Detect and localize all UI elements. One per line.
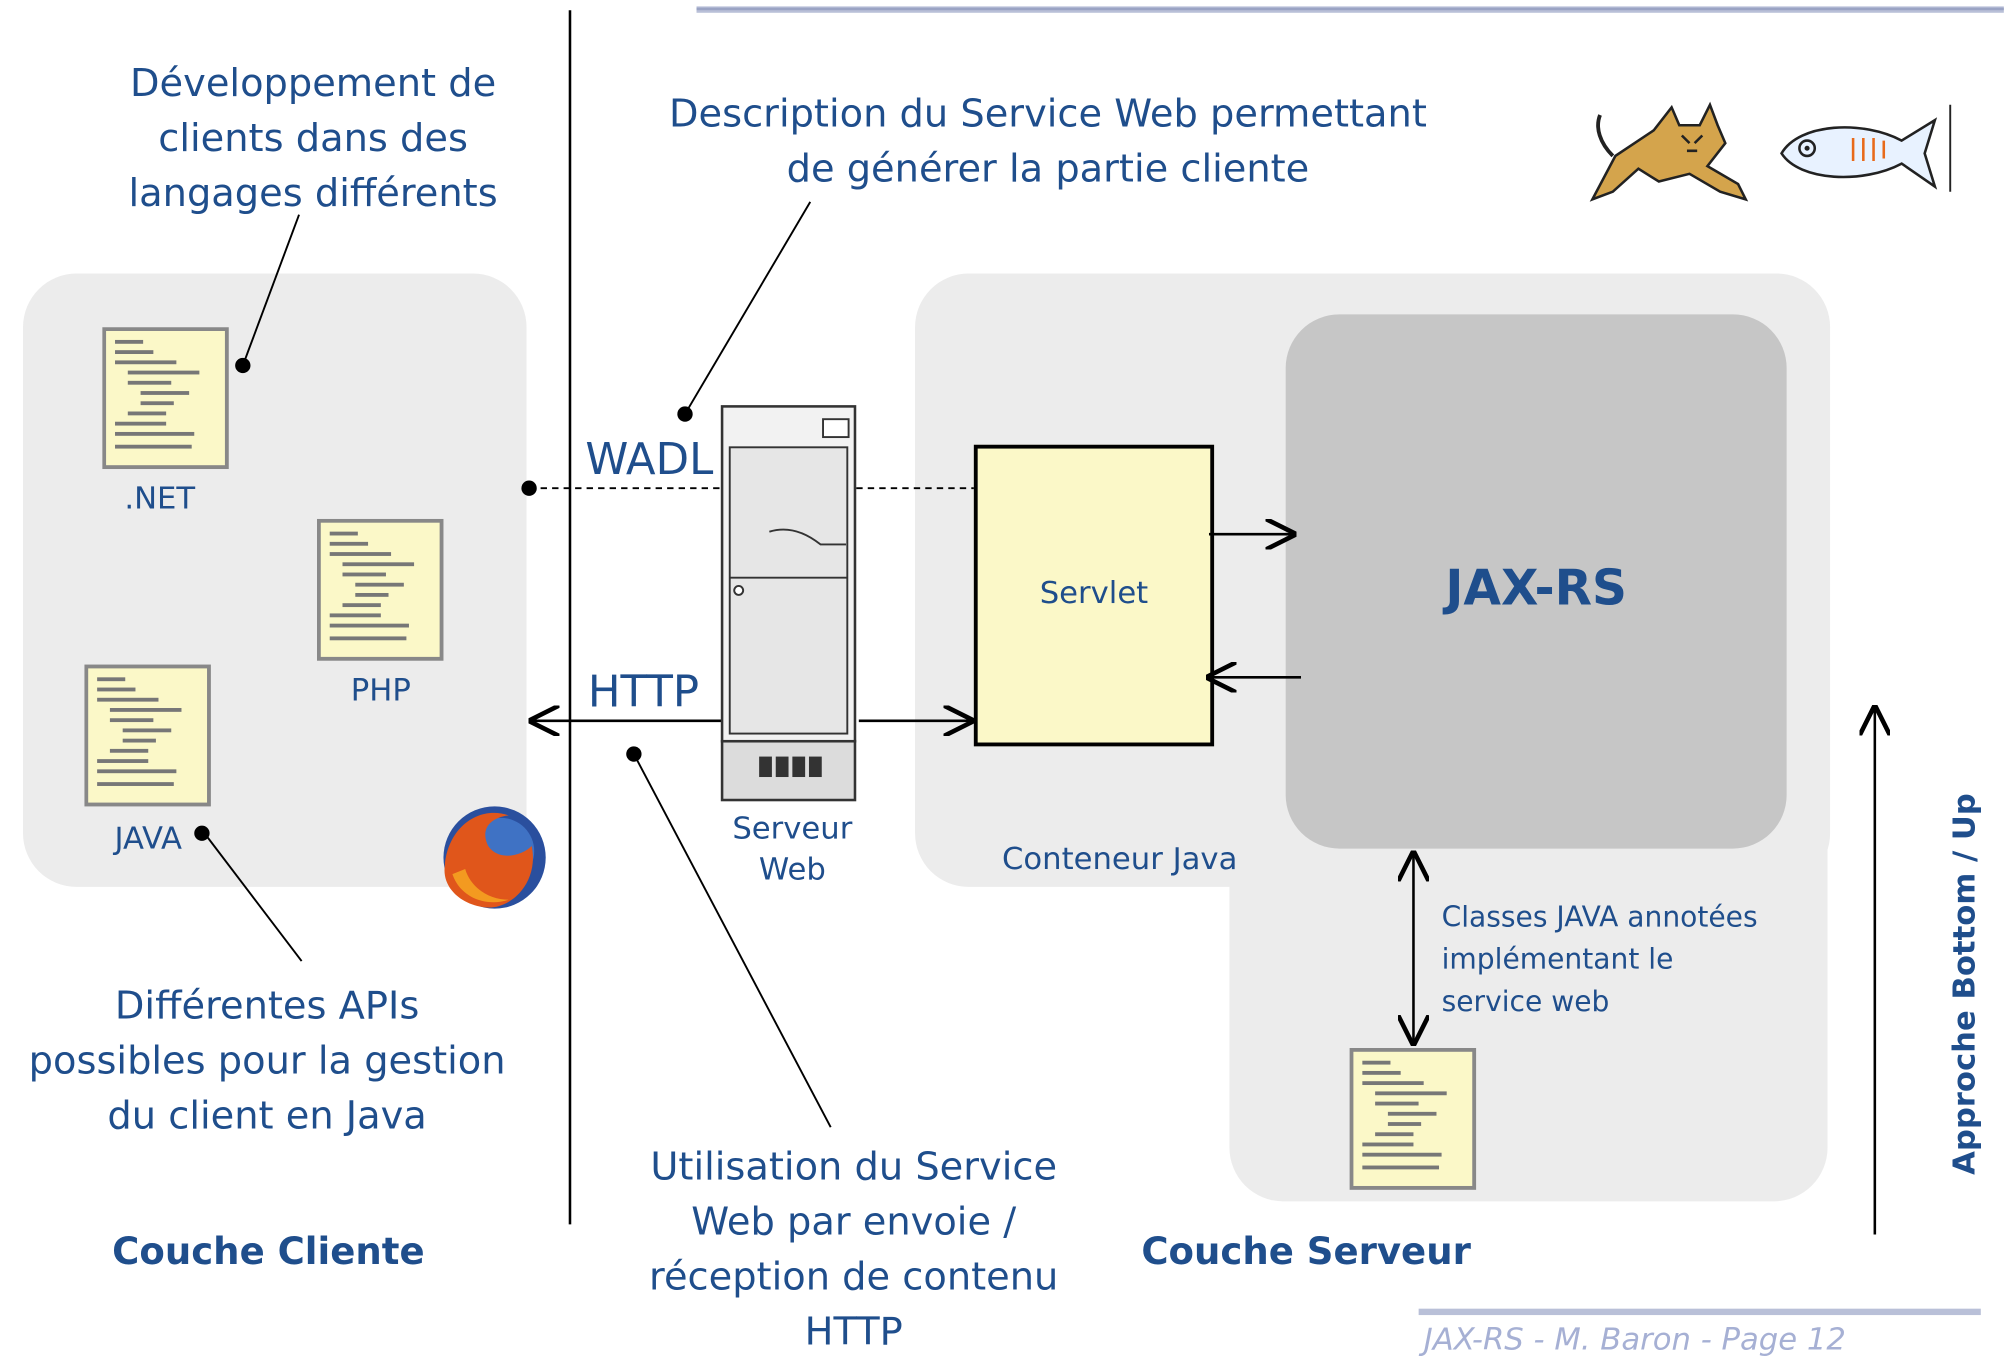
approach-label: Approche Bottom / Up bbox=[1946, 793, 1983, 1175]
classes-doc-icon bbox=[1349, 1047, 1477, 1190]
container-label: Conteneur Java bbox=[1001, 840, 1238, 877]
php-doc-icon bbox=[316, 518, 444, 661]
php-label: PHP bbox=[350, 672, 411, 709]
java-doc-icon bbox=[84, 664, 211, 807]
wadl-label: WADL bbox=[585, 434, 714, 486]
top-rule bbox=[696, 6, 2004, 13]
jaxrs-box bbox=[1285, 314, 1787, 849]
server-machine-icon bbox=[720, 405, 857, 802]
servlet-box bbox=[973, 444, 1215, 747]
dotnet-label: .NET bbox=[124, 480, 196, 517]
footer-rule bbox=[1418, 1308, 1981, 1316]
jaxrs-label: JAX-RS bbox=[1445, 559, 1627, 616]
http-usage-annotation: Utilisation du Service Web par envoie / … bbox=[649, 1145, 1059, 1355]
java-label: JAVA bbox=[114, 820, 183, 857]
http-label: HTTP bbox=[587, 667, 700, 719]
tomcat-logo-icon bbox=[1589, 101, 1749, 202]
apis-annotation: Différentes APIs possibles pour la gesti… bbox=[28, 984, 506, 1139]
dev-clients-annotation: Développement de clients dans des langag… bbox=[128, 61, 498, 216]
classes-annotation: Classes JAVA annotées implémentant le se… bbox=[1441, 902, 1758, 1019]
dotnet-doc-icon bbox=[102, 327, 229, 470]
server-layer-title: Couche Serveur bbox=[1141, 1229, 1471, 1273]
footer-text: JAX-RS - M. Baron - Page 12 bbox=[1423, 1321, 1846, 1358]
glassfish-logo-icon bbox=[1780, 104, 1952, 192]
firefox-logo-icon bbox=[443, 806, 546, 909]
servlet-label: Servlet bbox=[1039, 575, 1149, 611]
wadl-description-annotation: Description du Service Web permettant de… bbox=[669, 92, 1427, 192]
client-layer-title: Couche Cliente bbox=[112, 1229, 425, 1273]
server-machine-label: Serveur Web bbox=[732, 810, 853, 887]
